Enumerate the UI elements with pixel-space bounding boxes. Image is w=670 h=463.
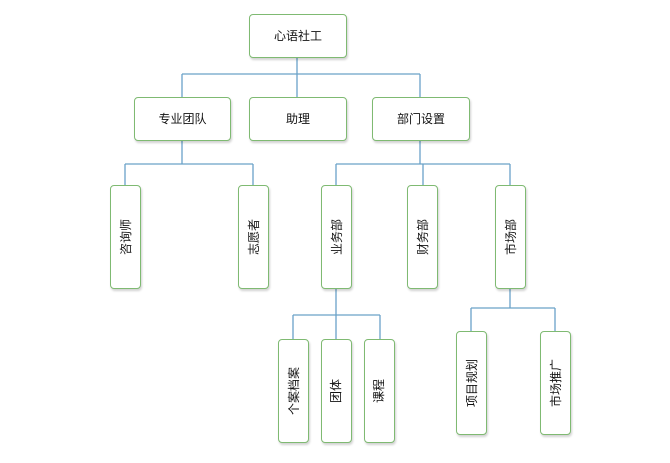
node-label-assistant: 助理 (285, 112, 310, 126)
node-label-business: 业务部 (329, 218, 344, 256)
node-promotion[interactable]: 市场推广 (540, 331, 571, 435)
node-label-finance: 财务部 (415, 218, 430, 256)
node-team[interactable]: 专业团队 (134, 97, 231, 141)
node-planning[interactable]: 项目规划 (456, 331, 487, 435)
node-label-course: 课程 (372, 378, 387, 404)
node-dept[interactable]: 部门设置 (372, 97, 470, 141)
node-label-casefile: 个案档案 (286, 366, 301, 416)
node-counselor[interactable]: 咨询师 (110, 185, 141, 289)
node-business[interactable]: 业务部 (321, 185, 352, 289)
node-course[interactable]: 课程 (364, 339, 395, 443)
node-label-promotion: 市场推广 (548, 358, 563, 408)
node-label-volunteer: 志愿者 (246, 218, 261, 256)
node-label-planning: 项目规划 (464, 358, 479, 408)
node-casefile[interactable]: 个案档案 (278, 339, 309, 443)
node-volunteer[interactable]: 志愿者 (238, 185, 269, 289)
node-label-root: 心语社工 (273, 29, 322, 43)
node-group[interactable]: 团体 (321, 339, 352, 443)
node-label-counselor: 咨询师 (118, 218, 133, 256)
node-root[interactable]: 心语社工 (249, 14, 347, 58)
node-label-team: 专业团队 (158, 112, 207, 126)
node-market[interactable]: 市场部 (495, 185, 526, 289)
node-label-group: 团体 (329, 378, 344, 404)
node-finance[interactable]: 财务部 (407, 185, 438, 289)
node-assistant[interactable]: 助理 (249, 97, 347, 141)
node-label-market: 市场部 (503, 218, 518, 256)
node-label-dept: 部门设置 (396, 112, 445, 126)
